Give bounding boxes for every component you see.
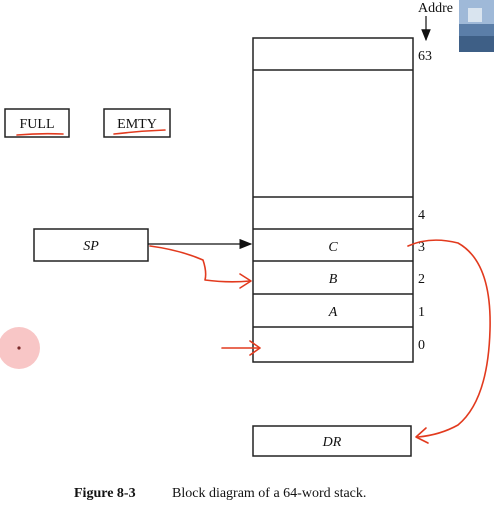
c-to-dr-arrow xyxy=(407,239,491,438)
figure-number: Figure 8-3 xyxy=(74,486,136,501)
dr-label: DR xyxy=(322,435,342,450)
full-underline xyxy=(16,132,64,136)
empty-slot-arrowhead xyxy=(249,340,261,356)
empty-underline xyxy=(113,129,166,135)
stack-word-b: B xyxy=(329,272,338,287)
address-0: 0 xyxy=(418,338,425,353)
thumbnail-image xyxy=(459,0,494,52)
c-to-dr-arrowhead xyxy=(415,427,429,444)
dr-register: DR xyxy=(252,425,412,457)
figure-caption: Block diagram of a 64-word stack. xyxy=(172,486,366,501)
stack-memory xyxy=(252,37,414,363)
sp-to-b-arrowhead xyxy=(239,273,252,289)
sp-label: SP xyxy=(83,239,99,254)
empty-flag-label: EMTY xyxy=(117,117,157,132)
full-flag-label: FULL xyxy=(20,117,55,132)
address-4: 4 xyxy=(418,208,425,223)
address-2: 2 xyxy=(418,272,425,287)
sp-to-b-arrow xyxy=(149,245,251,283)
pointer-dot-center xyxy=(17,346,21,350)
address-1: 1 xyxy=(418,305,425,320)
address-label: Addre xyxy=(418,1,453,16)
stack-word-c: C xyxy=(328,240,338,255)
address-63: 63 xyxy=(418,49,432,64)
empty-flag: EMTY xyxy=(103,108,171,138)
full-flag: FULL xyxy=(4,108,70,138)
sp-register: SP xyxy=(33,228,149,262)
red-annotations xyxy=(149,239,491,444)
stack-word-a: A xyxy=(328,305,338,320)
address-3: 3 xyxy=(418,240,425,255)
